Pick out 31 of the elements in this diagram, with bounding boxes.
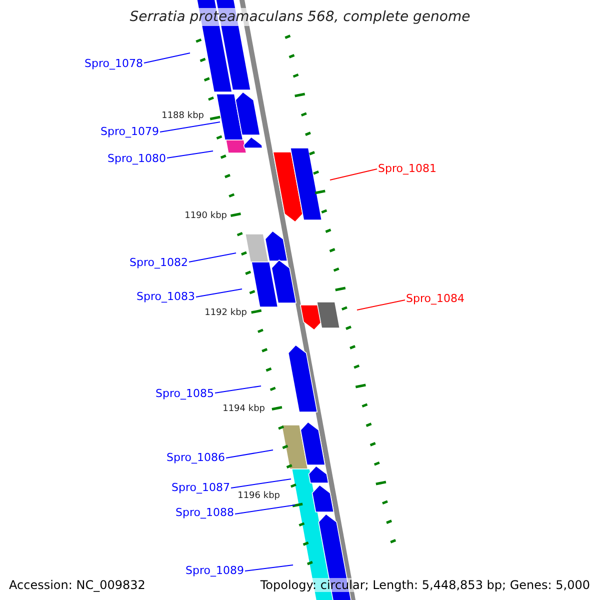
- coordinate-label: 1190 kbp: [184, 210, 227, 223]
- gene-label: Spro_1085: [156, 387, 214, 400]
- leader-line: [166, 150, 214, 158]
- coordinate-label: 1192 kbp: [204, 307, 247, 320]
- gene-label: Spro_1083: [136, 290, 195, 303]
- coordinate-label: 1188 kbp: [162, 110, 204, 123]
- leader-line: [196, 288, 242, 298]
- leader-line: [188, 252, 236, 262]
- gene-label: Spro_1087: [172, 481, 230, 494]
- info-text: Accession: NC_009832: [9, 578, 146, 592]
- gene-label: Spro_1088: [176, 506, 234, 519]
- coordinate-label: 1194 kbp: [222, 403, 265, 416]
- info-text: Topology: circular; Length: 5,448,853 bp; Genes: 5,000: [260, 578, 590, 592]
- gene-label: Spro_1079: [100, 125, 159, 138]
- leader-line: [330, 168, 378, 180]
- coordinate-label: 1196 kbp: [238, 489, 280, 503]
- gene-label: Spro_1084: [406, 292, 464, 305]
- leader-line: [144, 52, 190, 64]
- leader-line: [244, 564, 294, 572]
- leader-line: [356, 300, 406, 310]
- leader-line: [160, 122, 220, 132]
- leader-line: [234, 504, 296, 514]
- leader-line: [230, 478, 292, 488]
- leader-line: [226, 450, 274, 458]
- gene-label: Spro_1082: [130, 256, 188, 269]
- leader-line: [214, 386, 262, 394]
- gene-label: Spro_1081: [378, 162, 436, 175]
- gene-label: Spro_1078: [84, 57, 143, 70]
- gene-label: Spro_1089: [186, 564, 244, 577]
- gene-label: Spro_1080: [108, 152, 166, 165]
- gene-label: Spro_1086: [166, 451, 225, 464]
